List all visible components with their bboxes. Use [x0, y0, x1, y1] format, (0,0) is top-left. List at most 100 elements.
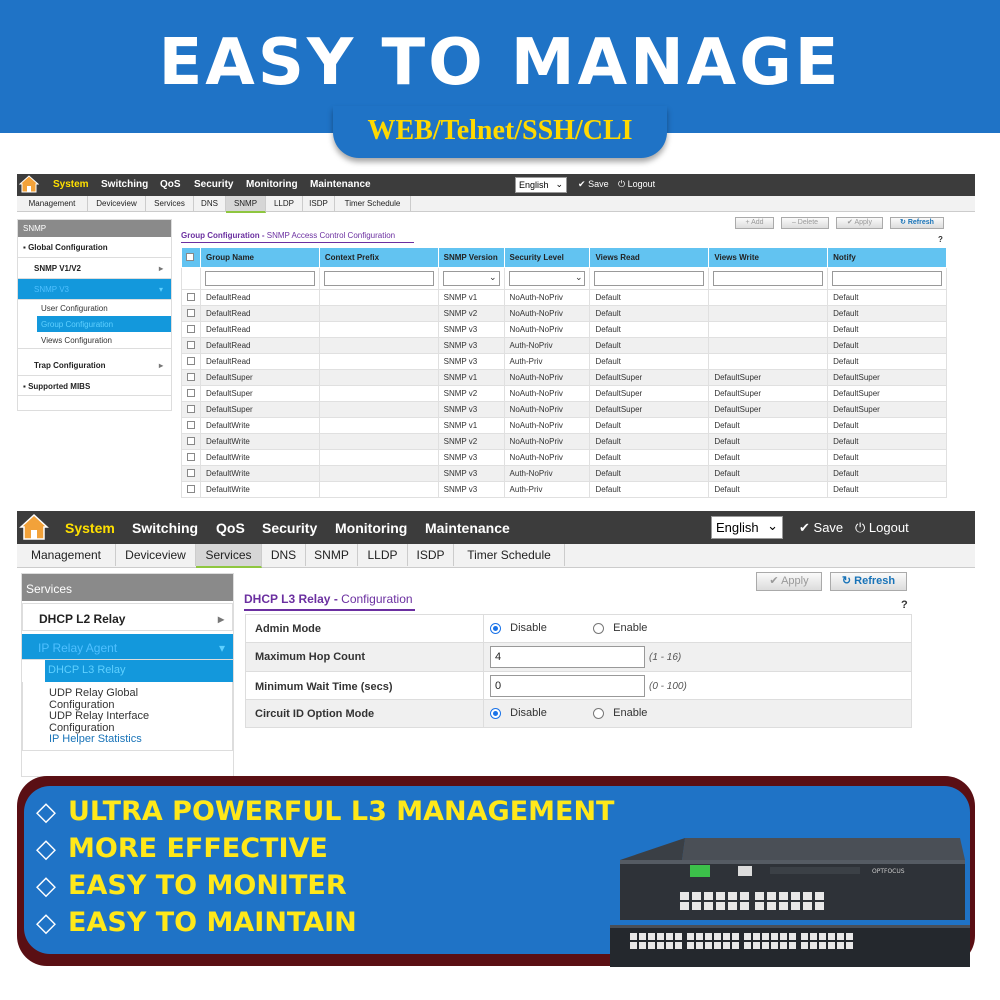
refresh-button[interactable]: ↻ Refresh: [830, 572, 907, 591]
menu-maintenance[interactable]: Maintenance: [310, 179, 371, 190]
sidebar-item-trap-configuration[interactable]: Trap Configuration▸: [18, 355, 171, 376]
apply-button[interactable]: ✔ Apply: [836, 217, 883, 229]
filter-input[interactable]: [713, 271, 824, 286]
col-header-security-level[interactable]: Security Level: [503, 247, 591, 268]
tab-management[interactable]: Management: [17, 196, 88, 211]
row-checkbox[interactable]: [181, 465, 201, 482]
tab-deviceview[interactable]: Deviceview: [88, 196, 146, 211]
help-icon[interactable]: ?: [938, 235, 943, 244]
col-header-context-prefix[interactable]: Context Prefix: [318, 247, 439, 268]
row-checkbox[interactable]: [181, 449, 201, 466]
menu-security[interactable]: Security: [194, 179, 234, 190]
row-checkbox[interactable]: [181, 321, 201, 338]
row-checkbox[interactable]: [181, 385, 201, 402]
tab-services[interactable]: Services: [196, 544, 262, 568]
sidebar-item-dhcp-l2-relay[interactable]: DHCP L2 Relay▸: [22, 603, 233, 631]
admin-mode-disable-radio[interactable]: Disable: [490, 622, 547, 634]
col-header-views-write[interactable]: Views Write: [708, 247, 829, 268]
tab-dns[interactable]: DNS: [262, 544, 306, 566]
row-checkbox[interactable]: [181, 289, 201, 306]
admin-mode-enable-radio[interactable]: Enable: [593, 622, 647, 634]
sidebar-item-global-configuration[interactable]: ▪ Global Configuration: [18, 237, 171, 258]
refresh-button[interactable]: ↻ Refresh: [890, 217, 944, 229]
tab-timer-schedule[interactable]: Timer Schedule: [335, 196, 411, 211]
menu-security[interactable]: Security: [262, 520, 318, 536]
menu-switching[interactable]: Switching: [101, 179, 149, 190]
language-select[interactable]: English⌄: [515, 177, 567, 193]
menu-system[interactable]: System: [65, 520, 115, 536]
sidebar-item-udp-relay-interface-configuration[interactable]: UDP Relay Interface Configuration: [22, 705, 233, 734]
col-header-views-read[interactable]: Views Read: [589, 247, 710, 268]
col-header-group-name[interactable]: Group Name: [200, 247, 320, 268]
menu-monitoring[interactable]: Monitoring: [335, 520, 408, 536]
menu-qos[interactable]: QoS: [160, 179, 181, 190]
filter-select[interactable]: ⌄: [442, 271, 500, 286]
circuit-id-enable-radio[interactable]: Enable: [593, 707, 647, 719]
add-button[interactable]: + Add: [735, 217, 774, 229]
col-header-snmp-version[interactable]: SNMP Version: [437, 247, 505, 268]
delete-button[interactable]: – Delete: [781, 217, 829, 229]
logout-button[interactable]: ⏻ Logout: [855, 520, 909, 535]
tab-isdp[interactable]: ISDP: [408, 544, 454, 566]
home-icon[interactable]: [18, 175, 41, 195]
row-checkbox[interactable]: [181, 481, 201, 498]
tab-timer-schedule[interactable]: Timer Schedule: [454, 544, 565, 566]
row-checkbox[interactable]: [181, 353, 201, 370]
menu-qos[interactable]: QoS: [216, 520, 245, 536]
row-checkbox[interactable]: [181, 369, 201, 386]
sidebar-item-ip-relay-agent[interactable]: IP Relay Agent▾: [22, 634, 233, 660]
home-icon[interactable]: [19, 513, 49, 542]
tab-snmp[interactable]: SNMP: [306, 544, 358, 566]
col-header-notify[interactable]: Notify: [827, 247, 947, 268]
tab-lldp[interactable]: LLDP: [358, 544, 408, 566]
sidebar-item-udp-relay-global-configuration[interactable]: UDP Relay Global Configuration: [22, 682, 233, 711]
sidebar-item-ip-helper-statistics[interactable]: IP Helper Statistics: [22, 728, 233, 751]
filter-select[interactable]: ⌄: [508, 271, 586, 286]
tab-deviceview[interactable]: Deviceview: [116, 544, 196, 566]
sidebar-item-dhcp-l3-relay[interactable]: DHCP L3 Relay: [45, 660, 233, 682]
apply-button[interactable]: ✔ Apply: [756, 572, 822, 591]
filter-input[interactable]: [323, 271, 434, 286]
sidebar-item-snmp-v1v2[interactable]: SNMP V1/V2▸: [18, 258, 171, 279]
tab-isdp[interactable]: ISDP: [303, 196, 335, 211]
tab-dns[interactable]: DNS: [194, 196, 226, 211]
menu-monitoring[interactable]: Monitoring: [246, 179, 298, 190]
sidebar-item-snmp-v3[interactable]: SNMP V3▾: [18, 279, 171, 300]
tab-management[interactable]: Management: [17, 544, 116, 566]
tab-snmp[interactable]: SNMP: [226, 196, 266, 213]
filter-input[interactable]: [205, 271, 315, 286]
tab-lldp[interactable]: LLDP: [266, 196, 303, 211]
menu-maintenance[interactable]: Maintenance: [425, 520, 510, 536]
filter-input[interactable]: [594, 271, 705, 286]
menu-system[interactable]: System: [53, 179, 89, 190]
row-checkbox[interactable]: [181, 401, 201, 418]
max-hop-input[interactable]: 4: [490, 646, 645, 668]
row-checkbox[interactable]: [181, 305, 201, 322]
sidebar-item-group-configuration[interactable]: Group Configuration: [37, 316, 171, 332]
logout-button[interactable]: ⏻ Logout: [618, 179, 656, 189]
language-select[interactable]: English⌄: [711, 516, 783, 539]
row-checkbox[interactable]: [181, 433, 201, 450]
sidebar-item-user-configuration[interactable]: User Configuration: [41, 304, 108, 313]
sidebar-item-supported-mibs[interactable]: ▪ Supported MIBS: [18, 376, 171, 396]
save-button[interactable]: ✔ Save: [799, 520, 844, 535]
select-all-checkbox[interactable]: [181, 247, 201, 268]
sidebar-item-views-configuration[interactable]: Views Configuration: [18, 332, 171, 349]
row-checkbox[interactable]: [181, 337, 201, 354]
min-wait-input[interactable]: 0: [490, 675, 645, 697]
circuit-id-disable-radio[interactable]: Disable: [490, 707, 547, 719]
filter-input[interactable]: [832, 271, 942, 286]
menu-switching[interactable]: Switching: [132, 520, 199, 536]
